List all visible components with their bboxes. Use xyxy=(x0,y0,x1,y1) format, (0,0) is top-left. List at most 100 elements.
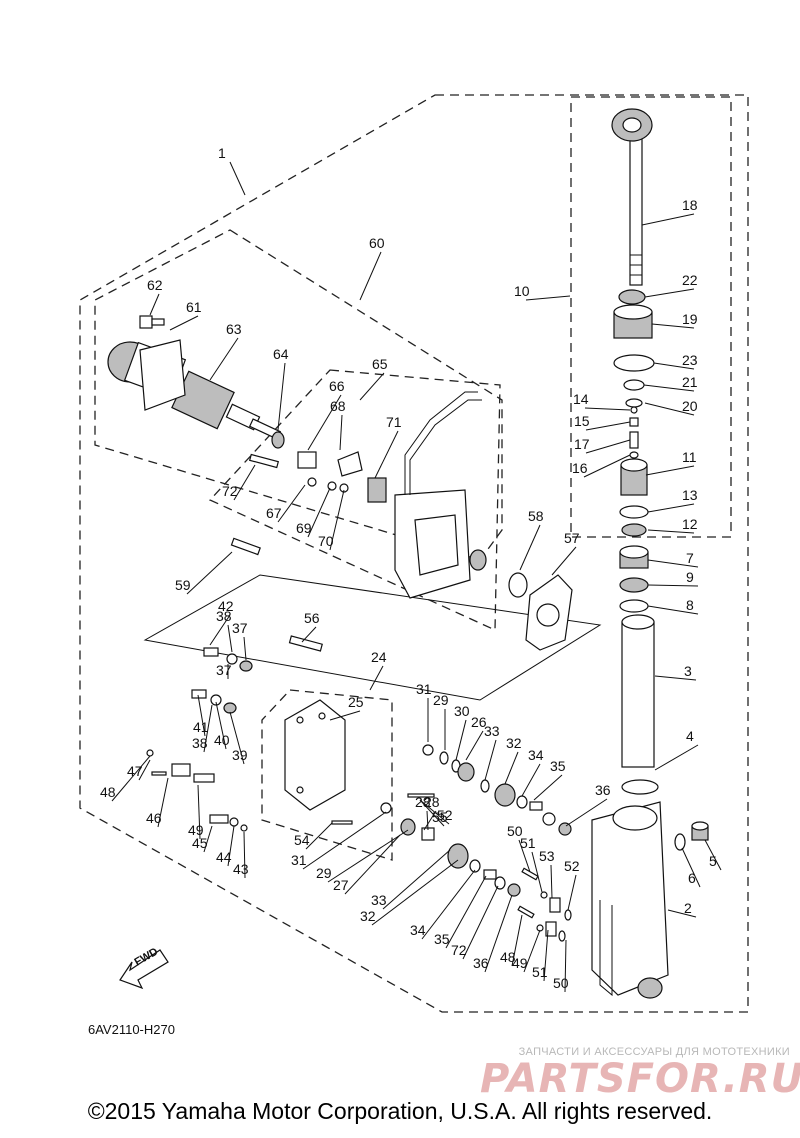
callout-46-45: 46 xyxy=(146,810,162,826)
callout-leader-18-17 xyxy=(641,213,695,226)
callout-47-46: 47 xyxy=(127,763,143,779)
callout-leader-54-53 xyxy=(305,822,333,850)
valve-panel-outline xyxy=(143,574,602,701)
part-37-upper xyxy=(239,660,253,672)
pipe-56 xyxy=(599,900,613,997)
ring-36-lower xyxy=(507,883,521,897)
cylinder-tube-3 xyxy=(621,614,655,768)
part-66 xyxy=(337,451,363,477)
callout-71-70: 71 xyxy=(386,414,402,430)
washer-29-upper xyxy=(439,751,449,765)
callout-67-66: 67 xyxy=(266,505,282,521)
valve-block-25 xyxy=(284,699,346,811)
callout-dup-leader-33-4 xyxy=(382,849,451,910)
tilt-cylinder-body-2 xyxy=(591,801,669,999)
assembly-boundary-24 xyxy=(261,689,393,861)
callout-68-67: 68 xyxy=(330,398,346,414)
callout-65-64: 65 xyxy=(372,356,388,372)
tilt-rod-18 xyxy=(611,108,653,286)
callout-dup-37-8: 37 xyxy=(216,662,232,678)
part-64 xyxy=(297,451,317,469)
callout-42-41: 42 xyxy=(218,598,234,614)
spring-35-upper xyxy=(529,801,543,811)
bolt-70 xyxy=(248,453,280,469)
callout-38-37: 38 xyxy=(216,608,232,624)
o-ring-50-lower xyxy=(558,930,566,942)
callout-leader-68-67 xyxy=(339,414,343,451)
callout-leader-8-7 xyxy=(647,605,699,615)
callout-leader-50-49 xyxy=(518,839,531,873)
callout-leader-42-41 xyxy=(209,614,231,646)
callout-leader-2-1 xyxy=(667,909,697,918)
callout-16-15: 16 xyxy=(572,460,588,476)
ring-36-upper xyxy=(558,822,572,836)
callout-18-17: 18 xyxy=(682,197,698,213)
callout-dup-leader-38-9 xyxy=(203,704,213,753)
callout-leader-61-60 xyxy=(169,315,199,331)
callout-39-38: 39 xyxy=(232,747,248,763)
callout-dup-52-14: 52 xyxy=(437,807,453,823)
callout-dup-72-15: 72 xyxy=(451,942,467,958)
spring-35-lower xyxy=(483,869,497,880)
callout-dup-48-10: 48 xyxy=(500,949,516,965)
callout-3-2: 3 xyxy=(684,663,692,679)
bolt-60 xyxy=(139,315,165,329)
callout-10-9: 10 xyxy=(514,283,530,299)
callout-leader-14-13 xyxy=(584,407,631,411)
ring-12 xyxy=(621,523,647,537)
callout-leader-37-36 xyxy=(243,636,247,661)
callout-leader-52-51 xyxy=(567,874,577,911)
callout-leader-3-2 xyxy=(654,675,697,681)
callout-dup-31-2: 31 xyxy=(291,852,307,868)
callout-dup-leader-49-11 xyxy=(523,929,541,973)
callout-leader-58-57 xyxy=(519,524,541,571)
assembly-boundary-1 xyxy=(79,94,749,1013)
callout-leader-4-3 xyxy=(654,744,699,771)
callout-leader-65-64 xyxy=(359,372,385,401)
callout-4-3: 4 xyxy=(686,728,694,744)
callout-leader-10-9 xyxy=(525,295,571,301)
callout-leader-1-0 xyxy=(229,161,246,196)
gland-19 xyxy=(613,304,653,339)
callout-26-25: 26 xyxy=(471,714,487,730)
callout-dup-leader-32-3 xyxy=(371,859,459,926)
callout-leader-17-16 xyxy=(585,439,631,454)
watermark-tagline: ЗАПЧАСТИ И АКСЕССУАРЫ ДЛЯ МОТОТЕХНИКИ xyxy=(518,1046,790,1058)
callout-64-63: 64 xyxy=(273,346,289,362)
callout-12-11: 12 xyxy=(682,516,698,532)
callout-37-36: 37 xyxy=(232,620,248,636)
pin-48-upper xyxy=(521,867,539,881)
callout-44-43: 44 xyxy=(216,849,232,865)
part-41 xyxy=(240,824,248,832)
callout-62-61: 62 xyxy=(147,277,163,293)
watermark-logo: PARTSFOR.RU xyxy=(480,1056,800,1102)
callout-leader-35-34 xyxy=(533,774,563,801)
piston-7 xyxy=(619,545,649,569)
callout-dup-leader-34-5 xyxy=(421,869,476,940)
callout-53-52: 53 xyxy=(539,848,555,864)
callout-leader-64-63 xyxy=(277,362,286,431)
callout-6-5: 6 xyxy=(688,870,696,886)
callout-23-22: 23 xyxy=(682,352,698,368)
callout-dup-33-4: 33 xyxy=(371,892,387,908)
callout-15-14: 15 xyxy=(574,413,590,429)
callout-leader-28-27 xyxy=(426,810,429,831)
callout-61-60: 61 xyxy=(186,299,202,315)
callout-leader-11-10 xyxy=(645,465,695,476)
callout-dup-35-6: 35 xyxy=(434,931,450,947)
assembly-boundary-63 xyxy=(208,369,501,632)
callout-dup-49-11: 49 xyxy=(512,955,528,971)
callout-1-0: 1 xyxy=(218,145,226,161)
callout-leader-47-46 xyxy=(138,759,151,781)
plug-5 xyxy=(691,821,709,841)
callout-leader-27-26 xyxy=(344,834,401,895)
callout-45-44: 45 xyxy=(192,835,208,851)
callout-31-30: 31 xyxy=(416,681,432,697)
callout-dup-29-1: 29 xyxy=(316,865,332,881)
callout-dup-leader-31-2 xyxy=(302,811,387,870)
callout-7-6: 7 xyxy=(686,550,694,566)
callout-leader-34-33 xyxy=(521,763,541,797)
callout-leader-62-61 xyxy=(149,293,160,316)
copyright-notice: ©2015 Yamaha Motor Corporation, U.S.A. A… xyxy=(87,1098,713,1124)
